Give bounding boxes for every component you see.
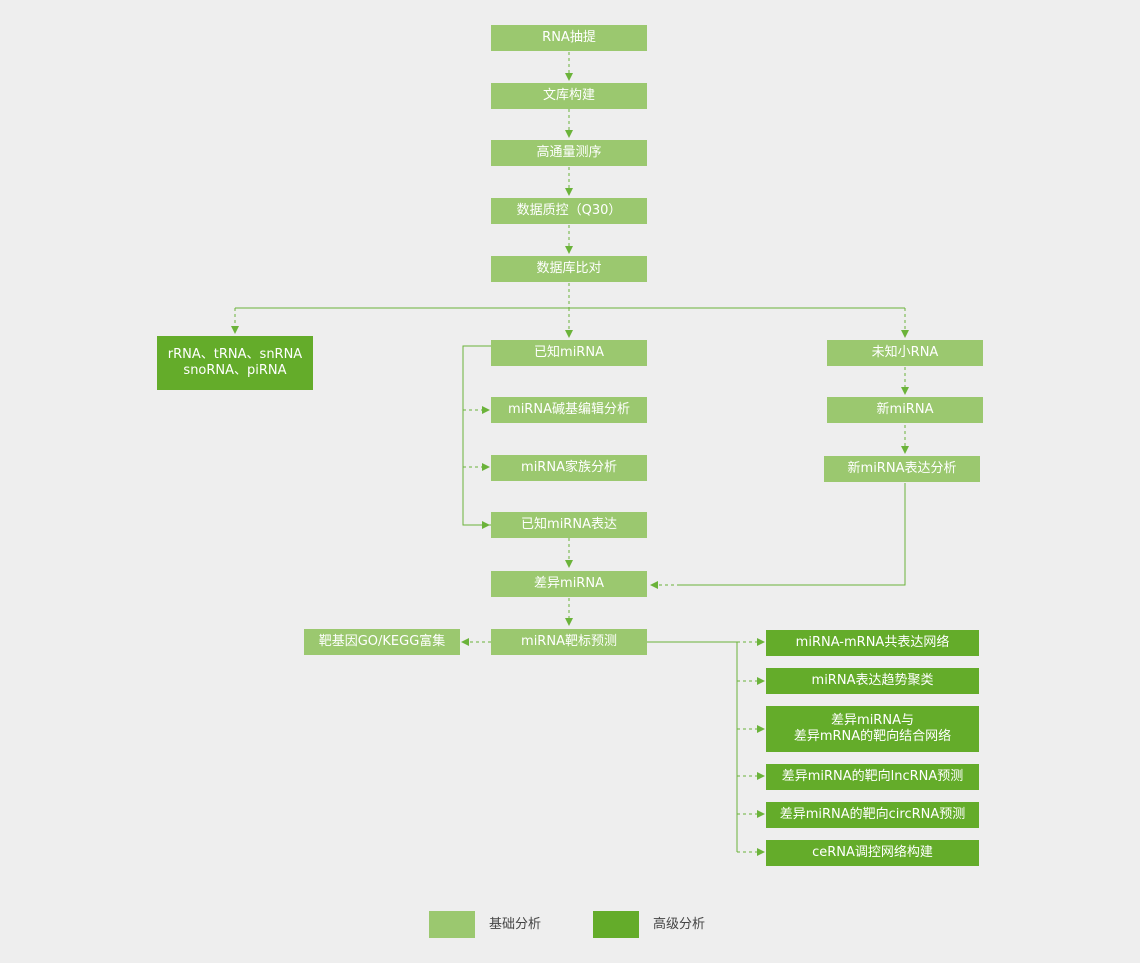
node-label: 新miRNA表达分析 bbox=[847, 461, 957, 476]
node-label: 已知miRNA表达 bbox=[521, 517, 617, 532]
node-label: miRNA家族分析 bbox=[521, 460, 617, 475]
node-new-expression: 新miRNA表达分析 bbox=[824, 456, 980, 482]
node-label: miRNA靶标预测 bbox=[521, 634, 617, 649]
node-label: 靶基因GO/KEGG富集 bbox=[318, 634, 446, 649]
node-label: 差异miRNA的靶向lncRNA预测 bbox=[781, 769, 964, 784]
node-expression-trend: miRNA表达趋势聚类 bbox=[766, 668, 979, 694]
legend-label-advanced: 高级分析 bbox=[653, 917, 706, 932]
node-lncrna-prediction: 差异miRNA的靶向lncRNA预测 bbox=[766, 764, 979, 790]
node-rna-extraction: RNA抽提 bbox=[491, 25, 647, 51]
node-label-line2: 差异mRNA的靶向结合网络 bbox=[793, 729, 952, 744]
node-cerna-network: ceRNA调控网络构建 bbox=[766, 840, 979, 866]
node-label: miRNA碱基编辑分析 bbox=[508, 402, 630, 417]
node-known-expression: 已知miRNA表达 bbox=[491, 512, 647, 538]
node-label: 新miRNA bbox=[876, 402, 934, 417]
node-new-mirna: 新miRNA bbox=[827, 397, 983, 423]
node-database-alignment: 数据库比对 bbox=[491, 256, 647, 282]
node-label: 差异miRNA的靶向circRNA预测 bbox=[779, 807, 966, 822]
node-target-prediction: miRNA靶标预测 bbox=[491, 629, 647, 655]
node-targeting-network: 差异miRNA与 差异mRNA的靶向结合网络 bbox=[766, 706, 979, 752]
line-target-advanced bbox=[647, 641, 738, 852]
node-label: 文库构建 bbox=[542, 88, 595, 103]
node-label: ceRNA调控网络构建 bbox=[812, 845, 933, 860]
node-data-qc: 数据质控（Q30） bbox=[491, 198, 647, 224]
legend-swatch-basic bbox=[429, 911, 475, 938]
node-label-line2: snoRNA、piRNA bbox=[183, 363, 287, 378]
line-new-expr-to-diff bbox=[680, 483, 906, 586]
node-label: 已知miRNA bbox=[534, 345, 604, 360]
node-label: 差异miRNA bbox=[534, 576, 604, 591]
node-known-mirna: 已知miRNA bbox=[491, 340, 647, 366]
node-label-line1: 差异miRNA与 bbox=[831, 713, 914, 728]
node-unknown-small-rna: 未知小RNA bbox=[827, 340, 983, 366]
node-label: miRNA-mRNA共表达网络 bbox=[795, 635, 950, 650]
node-label: miRNA表达趋势聚类 bbox=[811, 673, 934, 688]
node-label: 数据库比对 bbox=[536, 261, 602, 276]
node-label: 未知小RNA bbox=[871, 345, 939, 360]
legend-label-basic: 基础分析 bbox=[489, 917, 542, 932]
node-label: 数据质控（Q30） bbox=[516, 203, 622, 218]
node-high-throughput-seq: 高通量测序 bbox=[491, 140, 647, 166]
node-other-small-rna: rRNA、tRNA、snRNA snoRNA、piRNA bbox=[157, 336, 313, 390]
node-differential-mirna: 差异miRNA bbox=[491, 571, 647, 597]
node-go-kegg: 靶基因GO/KEGG富集 bbox=[304, 629, 460, 655]
legend-swatch-advanced bbox=[593, 911, 639, 938]
node-base-editing: miRNA碱基编辑分析 bbox=[491, 397, 647, 423]
node-label: RNA抽提 bbox=[542, 30, 596, 45]
node-label: 高通量测序 bbox=[536, 145, 602, 160]
bracket-known bbox=[462, 345, 491, 526]
node-circrna-prediction: 差异miRNA的靶向circRNA预测 bbox=[766, 802, 979, 828]
node-coexpression-network: miRNA-mRNA共表达网络 bbox=[766, 630, 979, 656]
node-library-construction: 文库构建 bbox=[491, 83, 647, 109]
node-mirna-family: miRNA家族分析 bbox=[491, 455, 647, 481]
node-label-line1: rRNA、tRNA、snRNA bbox=[167, 347, 303, 362]
